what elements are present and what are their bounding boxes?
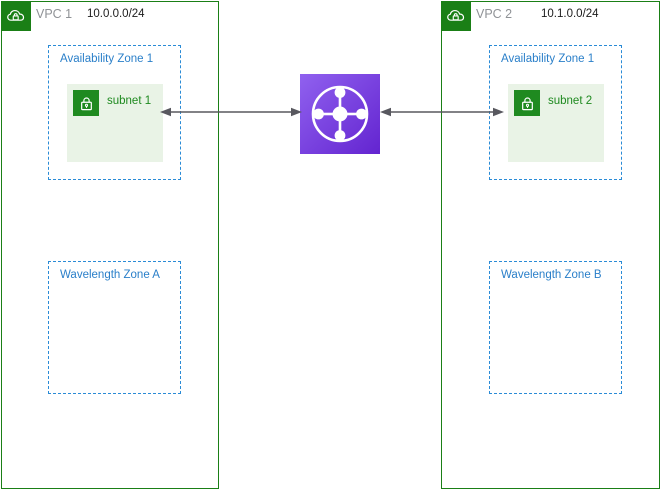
availability-zone-label-2: Availability Zone 1: [501, 53, 595, 65]
vpc-container-2[interactable]: VPC 2 Availability Zone 1 subnet 2 Wavel…: [441, 1, 660, 489]
wavelength-zone-box-a[interactable]: Wavelength Zone A: [48, 261, 181, 394]
vpc-title-1: VPC 1: [36, 7, 73, 21]
wavelength-zone-box-b[interactable]: Wavelength Zone B: [489, 261, 622, 394]
vpc-container-1[interactable]: VPC 1 Availability Zone 1 subnet 1 Wavel…: [1, 1, 219, 489]
connection-right[interactable]: [380, 105, 504, 119]
vpc-cloud-lock-icon: [442, 2, 471, 31]
subnet-label-2: subnet 2: [548, 95, 593, 107]
subnet-lock-icon: [73, 90, 99, 116]
subnet-box-2[interactable]: subnet 2: [508, 84, 604, 162]
connection-left[interactable]: [160, 105, 302, 119]
subnet-label-1: subnet 1: [107, 95, 152, 107]
subnet-box-1[interactable]: subnet 1: [67, 84, 163, 162]
vpc-cidr-1: 10.0.0.0/24: [87, 8, 145, 20]
vpc-cidr-2: 10.1.0.0/24: [541, 8, 599, 20]
wavelength-zone-label-a: Wavelength Zone A: [60, 269, 160, 281]
wavelength-zone-label-b: Wavelength Zone B: [501, 269, 602, 281]
vpc-cloud-lock-icon: [2, 2, 31, 31]
availability-zone-label-1: Availability Zone 1: [60, 53, 154, 65]
availability-zone-box-2[interactable]: Availability Zone 1 subnet 2: [489, 45, 622, 180]
subnet-lock-icon: [514, 90, 540, 116]
availability-zone-box-1[interactable]: Availability Zone 1 subnet 1: [48, 45, 181, 180]
vpc-title-2: VPC 2: [476, 7, 513, 21]
transit-gateway-icon[interactable]: [300, 74, 380, 154]
